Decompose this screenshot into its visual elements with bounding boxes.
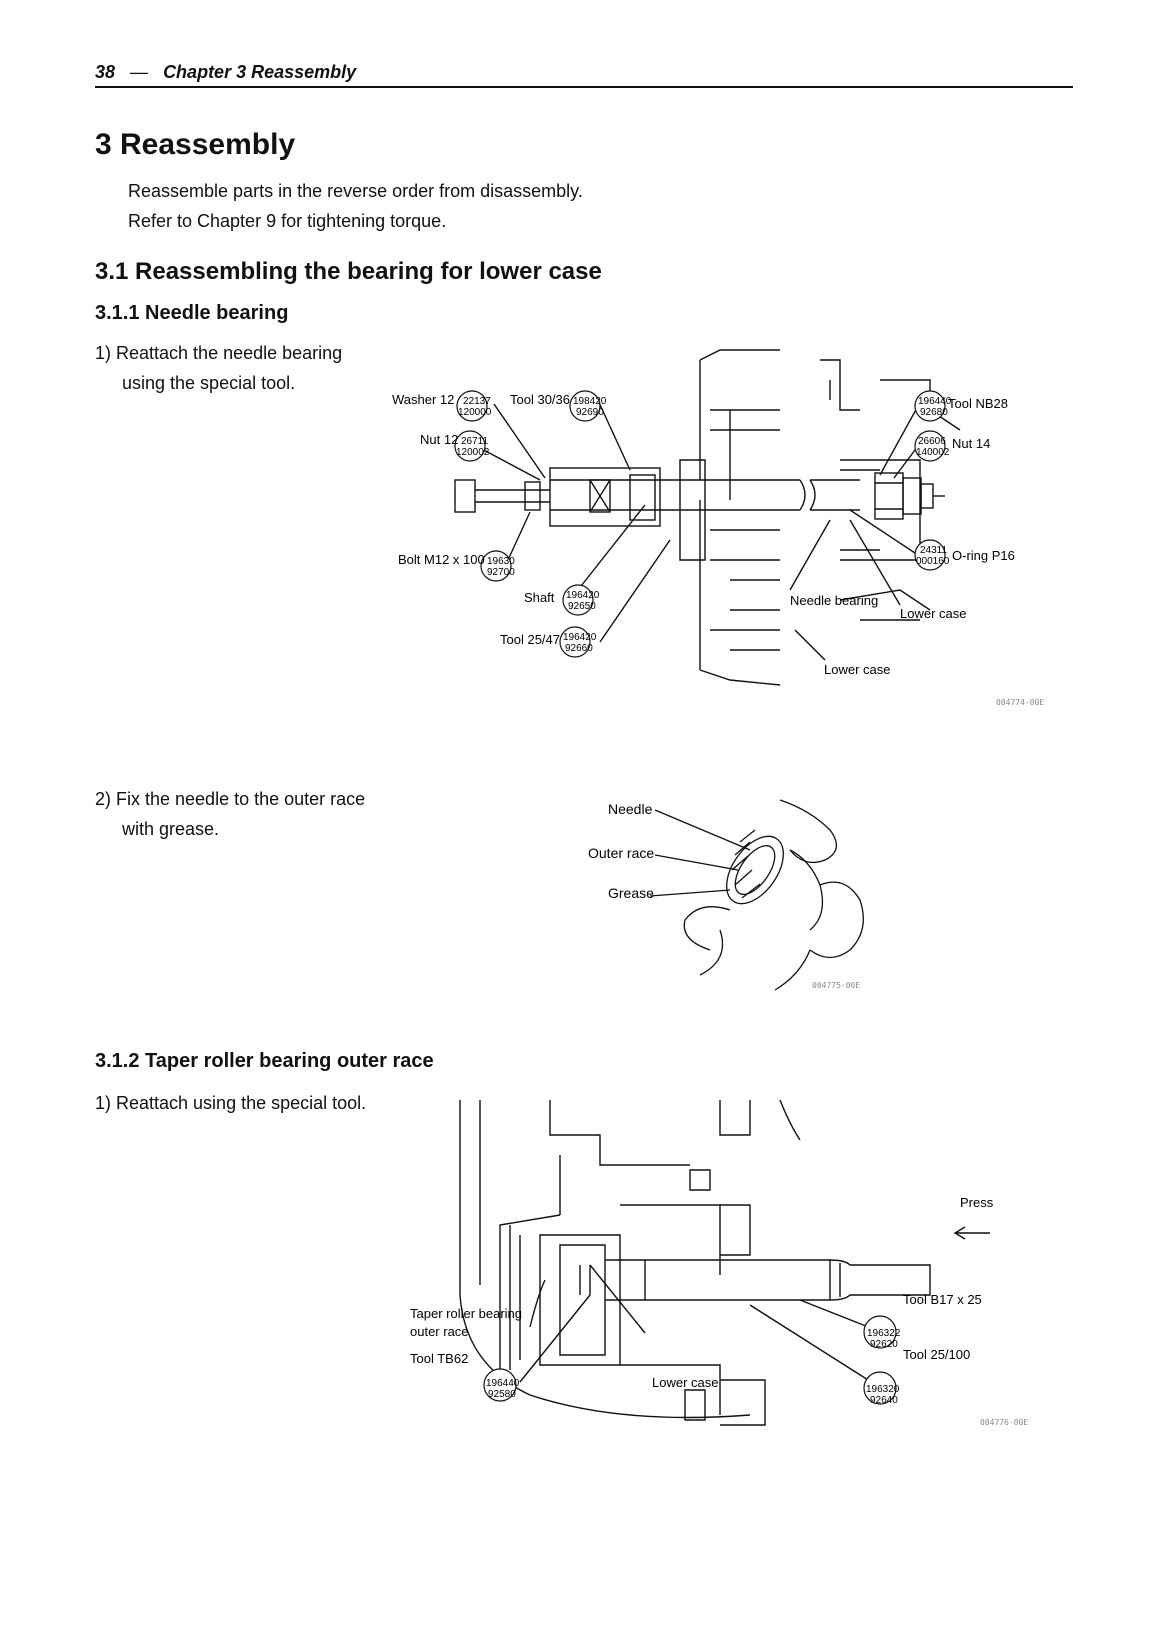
label-outer-race: Outer race — [588, 845, 654, 861]
part-washer-a: 22137 — [463, 396, 491, 407]
needle-bearing-tool-figure: Washer 12 Tool 30/36 Nut 12 Bolt M12 x 1… — [392, 349, 1044, 707]
part-tooltb62-b: 92580 — [488, 1389, 516, 1400]
part-tool3036-a: 198420 — [573, 396, 607, 407]
part-toolnb28-a: 196440 — [918, 396, 952, 407]
header-dash: — — [130, 62, 149, 82]
part-nut12-b: 120002 — [456, 447, 490, 458]
part-tool3036-b: 92690 — [576, 407, 604, 418]
label-nut-12: Nut 12 — [420, 432, 458, 447]
label-tool-30-36: Tool 30/36 — [510, 392, 570, 407]
label-tool-tb62: Tool TB62 — [410, 1351, 468, 1366]
label-needle-bearing: Needle bearing — [790, 593, 878, 608]
part-tool2547-b: 92660 — [565, 643, 593, 654]
label-nut-14: Nut 14 — [952, 436, 990, 451]
label-lower-case-2: Lower case — [824, 662, 890, 677]
part-washer-b: 120000 — [458, 407, 492, 418]
label-shaft: Shaft — [524, 590, 555, 605]
intro-line-1: Reassemble parts in the reverse order fr… — [128, 181, 583, 201]
part-nut14-a: 26606 — [918, 436, 946, 447]
label-tool-25-47: Tool 25/47 — [500, 632, 560, 647]
figure-id-2: 004775-00E — [812, 981, 860, 990]
label-press: Press — [960, 1195, 994, 1210]
part-shaft-b: 92650 — [568, 601, 596, 612]
running-header: 38 — Chapter 3 Reassembly — [95, 62, 356, 83]
needle-grease-figure: Needle Outer race Grease 004775-00E — [588, 799, 864, 991]
part-bolt-a: 19630 — [487, 556, 515, 567]
section-heading-3-1-1: 3.1.1 Needle bearing — [95, 302, 289, 324]
page-title: 3 Reassembly — [95, 128, 296, 161]
section-heading-3-1-2: 3.1.2 Taper roller bearing outer race — [95, 1050, 434, 1072]
part-tool25100-a: 196320 — [866, 1384, 900, 1395]
label-washer: Washer 12 — [392, 392, 454, 407]
part-nut14-b: 140002 — [916, 447, 950, 458]
step-1-line-1: 1) Reattach the needle bearing — [95, 343, 343, 363]
figure-id-3: 004776-00E — [980, 1418, 1028, 1427]
label-lower-case: Lower case — [652, 1375, 718, 1390]
part-bolt-b: 92700 — [487, 567, 515, 578]
step-3-1-2-line-1: 1) Reattach using the special tool. — [95, 1093, 367, 1113]
label-bolt: Bolt M12 x 100 — [398, 552, 485, 567]
step-2-line-2: with grease. — [122, 819, 220, 839]
chapter-title: Chapter 3 Reassembly — [163, 62, 357, 82]
label-tool-25-100: Tool 25/100 — [903, 1347, 970, 1362]
label-taper-line-2: outer race — [410, 1324, 469, 1339]
label-tool-nb28: Tool NB28 — [948, 396, 1008, 411]
label-taper-line-1: Taper roller bearing — [410, 1306, 522, 1321]
part-nut12-a: 26711 — [461, 436, 489, 447]
part-toolb17-a: 196322 — [867, 1328, 901, 1339]
part-tooltb62-a: 196440 — [486, 1378, 520, 1389]
part-tool25100-b: 92640 — [870, 1395, 898, 1406]
header-rule — [95, 86, 1073, 88]
label-tool-b17: Tool B17 x 25 — [903, 1292, 982, 1307]
label-oring: O-ring P16 — [952, 548, 1015, 563]
part-toolnb28-b: 92680 — [920, 407, 948, 418]
intro-line-2: Refer to Chapter 9 for tightening torque… — [128, 211, 447, 231]
label-grease: Grease — [608, 885, 654, 901]
part-tool2547-a: 196420 — [563, 632, 597, 643]
page-number: 38 — [95, 62, 116, 82]
part-shaft-a: 196420 — [566, 590, 600, 601]
step-1-line-2: using the special tool. — [122, 373, 296, 393]
section-heading-3-1: 3.1 Reassembling the bearing for lower c… — [95, 258, 602, 285]
part-oring-a: 24311 — [920, 545, 948, 556]
step-2-line-1: 2) Fix the needle to the outer race — [95, 789, 366, 809]
taper-roller-bearing-figure: Press Tool B17 x 25 Tool 25/100 Taper ro… — [410, 1099, 1028, 1427]
part-oring-b: 000160 — [916, 556, 950, 567]
figure-id-1: 004774-00E — [996, 698, 1044, 707]
part-toolb17-b: 92620 — [870, 1339, 898, 1350]
label-needle: Needle — [608, 801, 653, 817]
label-lower-case-1: Lower case — [900, 606, 966, 621]
